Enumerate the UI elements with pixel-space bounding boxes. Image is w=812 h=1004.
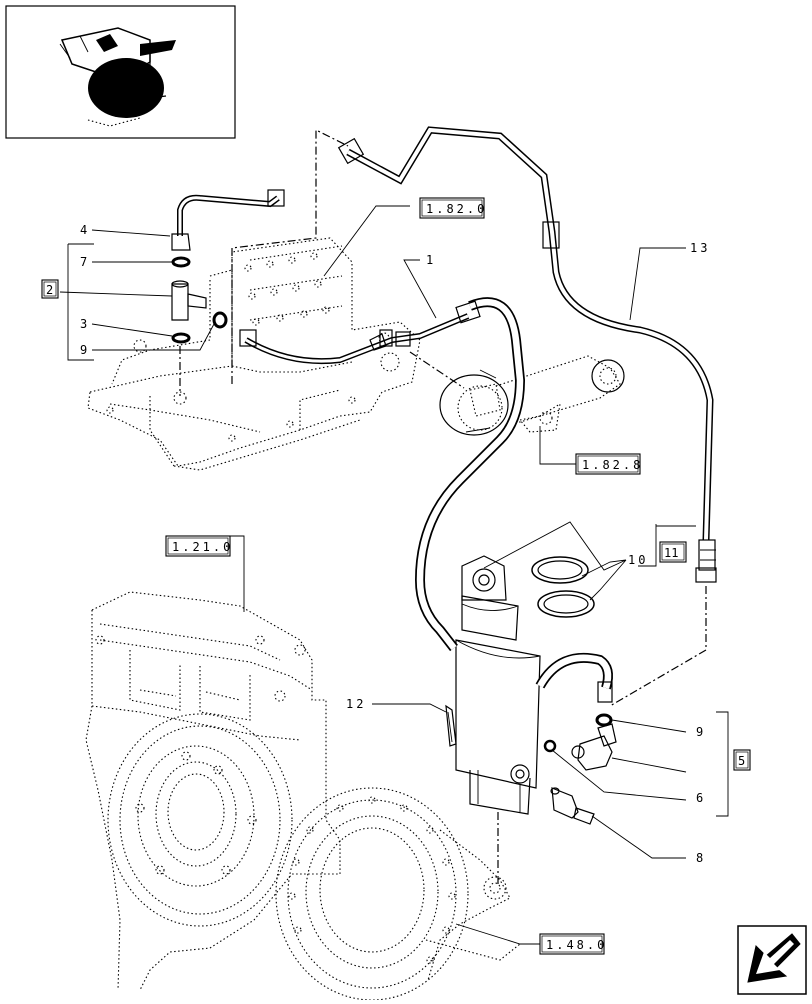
callout-10[interactable]: 10 [628, 553, 648, 567]
callout-11: 11 [664, 546, 678, 560]
arrow-down-left-icon [747, 933, 801, 983]
callout-8[interactable]: 8 [696, 851, 703, 865]
callout-3[interactable]: 3 [80, 317, 87, 331]
reference-label-1-82-8: 1.82.8 [582, 458, 643, 472]
callout-5: 5 [738, 754, 745, 768]
tee-fitting [171, 280, 207, 321]
callout-labels: 4 7 3 9 1 13 10 12 9 6 8 [80, 223, 710, 865]
previous-page-arrow-button[interactable] [737, 925, 807, 995]
callout-6[interactable]: 6 [696, 791, 703, 805]
assembly-lines [179, 129, 707, 884]
seal-washer-9-upper [212, 311, 228, 329]
callout-13[interactable]: 13 [690, 241, 710, 255]
tractor-thumbnail-icon [59, 27, 176, 127]
reference-label-1-82-0: 1.82.0 [426, 202, 487, 216]
hose-main [414, 297, 613, 703]
pipe-upper-left [171, 189, 481, 365]
reference-label-1-48-0: 1.48.0 [546, 938, 607, 952]
rear-axle-housing [275, 787, 521, 1001]
lift-housing-upper [87, 237, 421, 471]
reference-label-1-21-0: 1.21.0 [172, 540, 233, 554]
callout-1[interactable]: 1 [426, 253, 433, 267]
lift-arm [439, 355, 625, 436]
reference-1-82-8[interactable]: 1.82.8 [575, 453, 643, 475]
thumbnail-inset[interactable] [5, 5, 236, 139]
callout-2: 2 [46, 283, 53, 297]
pipe-13 [337, 126, 717, 583]
callout-7[interactable]: 7 [80, 255, 87, 269]
elbow-fitting-6 [571, 723, 617, 771]
callout-9-upper[interactable]: 9 [80, 343, 87, 357]
callout-9-lower[interactable]: 9 [696, 725, 703, 739]
seal-washer-3 [171, 332, 191, 344]
split-pin-12 [445, 704, 457, 747]
reference-1-21-0[interactable]: 1.21.0 [165, 535, 233, 557]
pin-8 [550, 787, 595, 825]
reference-1-82-0[interactable]: 1.82.0 [419, 197, 487, 219]
seal-washer-9-lower [595, 713, 613, 727]
transmission-housing-lower [85, 591, 341, 991]
boxed-callout-11[interactable]: 11 [659, 541, 687, 563]
leader-lines [59, 205, 729, 945]
o-ring-small [543, 739, 557, 753]
seal-rings-10 [531, 556, 595, 618]
boxed-callout-5[interactable]: 5 [733, 749, 751, 771]
callout-4[interactable]: 4 [80, 223, 87, 237]
boxed-callout-2[interactable]: 2 [41, 279, 59, 299]
lift-cylinder [455, 555, 541, 815]
seal-washer-7 [171, 256, 191, 268]
reference-1-48-0[interactable]: 1.48.0 [539, 933, 607, 955]
callout-12[interactable]: 12 [346, 697, 366, 711]
clip [369, 333, 387, 351]
